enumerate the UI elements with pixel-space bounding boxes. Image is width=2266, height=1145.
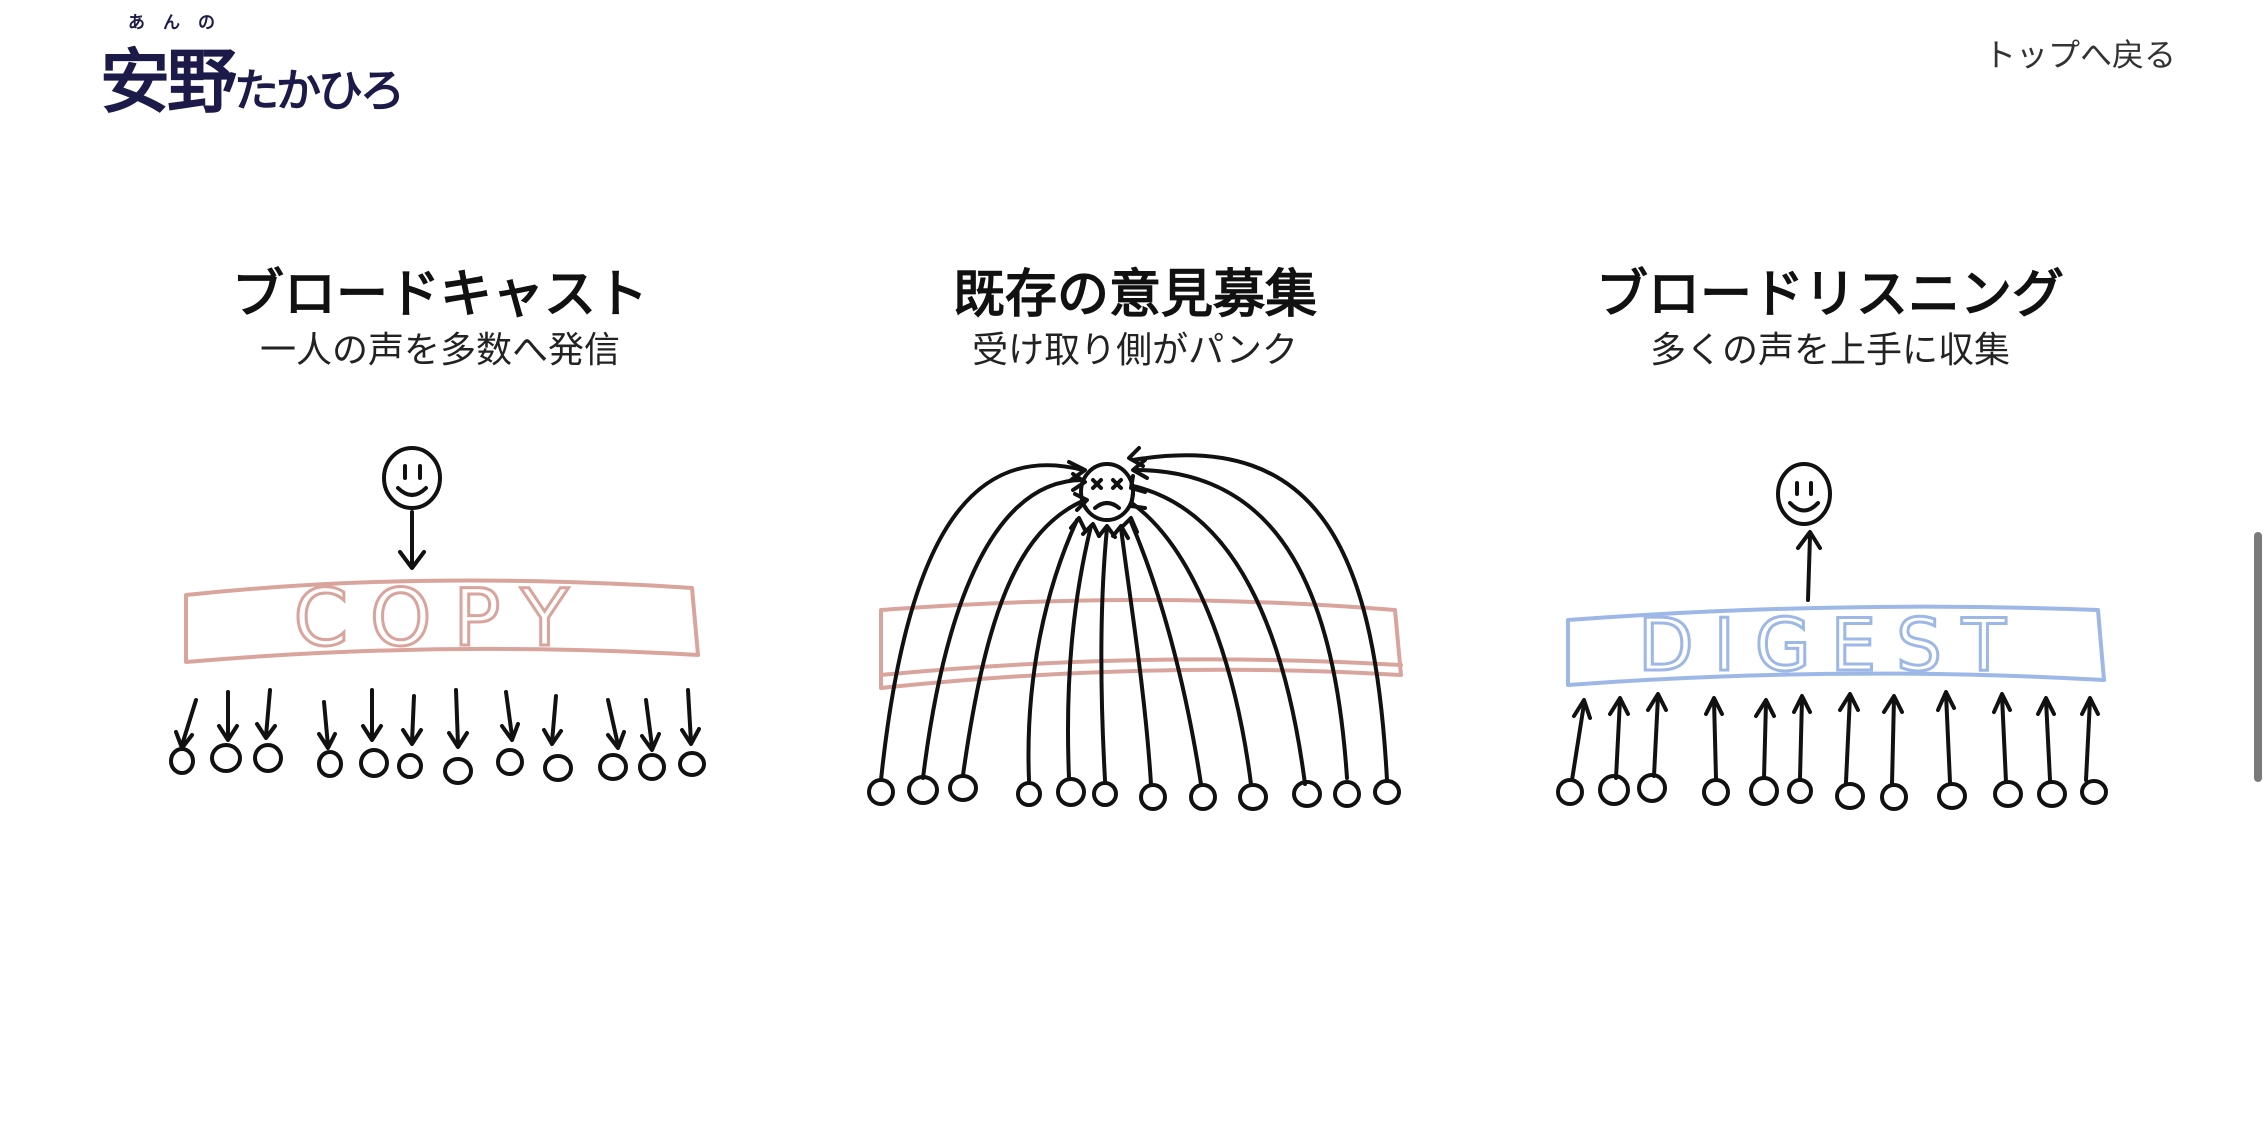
recipient-circles [169, 743, 706, 785]
panel-title: ブロードリスニング [1595, 265, 2064, 325]
panel-subtitle: 多くの声を上手に収集 [1649, 330, 2010, 371]
panel-subtitle: 受け取り側がパンク [972, 330, 1298, 371]
panel-title: 既存の意見募集 [952, 265, 1317, 325]
page-scrollbar[interactable] [2246, 0, 2266, 1145]
logo-kana: たかひろ [234, 64, 405, 117]
panel-broadcast: ブロードキャスト 一人の声を多数へ発信 COPY [120, 260, 760, 880]
panel-title: ブロードキャスト [231, 265, 648, 325]
panel-broad-listening: ブロードリスニング 多くの声を上手に収集 DIGEST [1510, 260, 2150, 880]
stressed-face-icon [1079, 462, 1135, 522]
copy-box: COPY [184, 573, 700, 666]
existing-comment-illustration [867, 446, 1403, 811]
recipient-arrows [174, 688, 701, 752]
sender-circles [1556, 773, 2108, 811]
digest-label: DIGEST [1638, 603, 2026, 687]
back-to-top-link[interactable]: トップへ戻る [1983, 36, 2176, 74]
scrollbar-thumb[interactable] [2254, 532, 2262, 782]
sender-arrows [1570, 690, 2100, 786]
logo-name: 安野たかひろ [100, 26, 405, 127]
site-header: あんの 安野たかひろ トップへ戻る [0, 0, 2266, 130]
panel-subtitle: 一人の声を多数へ発信 [259, 330, 620, 371]
sender-circles [867, 774, 1401, 811]
panel-existing-comment: 既存の意見募集 受け取り側がパンク [815, 260, 1455, 880]
site-logo[interactable]: あんの 安野たかひろ [100, 8, 430, 123]
logo-ruby-text: あんの [128, 13, 233, 33]
down-arrow-icon [398, 510, 426, 570]
digest-box: DIGEST [1566, 602, 2106, 689]
smiley-face-icon [382, 446, 442, 510]
copy-label: COPY [294, 574, 591, 664]
incoming-arrows [879, 446, 1389, 786]
logo-kanji: 安野 [100, 41, 237, 123]
broad-listening-illustration: DIGEST [1556, 462, 2108, 811]
smiley-face-icon [1776, 462, 1832, 526]
up-arrow-icon [1796, 530, 1822, 602]
broadcast-illustration: COPY [169, 446, 706, 785]
